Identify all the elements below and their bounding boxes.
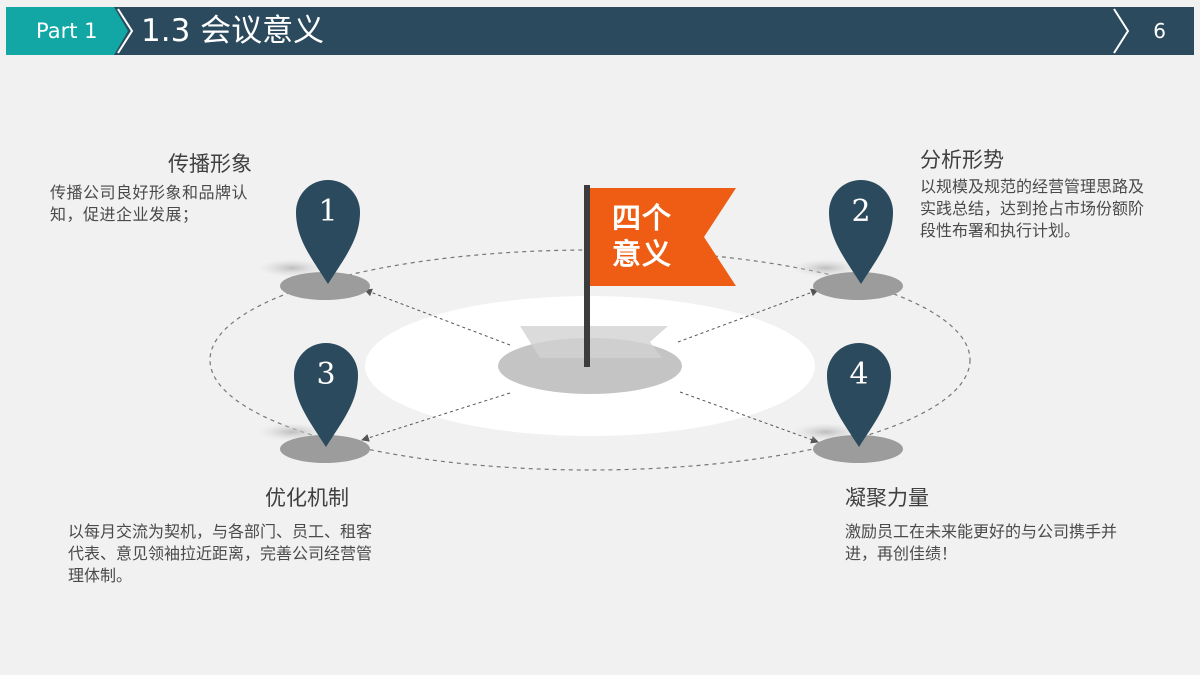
map-pin-icon-1 bbox=[258, 180, 370, 300]
chevron-right-icon bbox=[1113, 8, 1130, 54]
chevron-right-icon bbox=[117, 8, 134, 54]
map-pin-icon-4 bbox=[792, 343, 903, 463]
arrow-to-item-2 bbox=[677, 288, 819, 343]
item-1-heading: 传播形象 bbox=[168, 152, 252, 176]
map-pin-icon-3 bbox=[258, 343, 370, 463]
arrow-to-item-3 bbox=[361, 392, 511, 442]
arrow-to-item-1 bbox=[364, 288, 511, 346]
flag-label-line-2: 意义 bbox=[612, 237, 673, 271]
flag-shadow bbox=[520, 326, 668, 358]
item-4-heading: 凝聚力量 bbox=[845, 486, 929, 510]
pin-number-4: 4 bbox=[849, 357, 869, 392]
pin-number-2: 2 bbox=[851, 194, 871, 229]
flag-pole bbox=[584, 185, 590, 367]
item-3-description: 以每月交流为契机，与各部门、员工、租客代表、意见领袖拉近距离，完善公司经营管理体… bbox=[68, 522, 373, 585]
header-background bbox=[6, 7, 1194, 55]
part-tab-shape bbox=[6, 7, 128, 55]
pin-number-1: 1 bbox=[318, 194, 338, 229]
pin-number-3: 3 bbox=[316, 357, 336, 392]
item-2-description: 以规模及规范的经营管理思路及实践总结，达到抢占市场份额阶段性布署和执行计划。 bbox=[920, 177, 1145, 240]
item-4-description: 激励员工在未来能更好的与公司携手并进，再创佳绩！ bbox=[845, 522, 1118, 563]
flag-label: 四个 意义 bbox=[612, 200, 690, 272]
flag-label-line-1: 四个 bbox=[612, 201, 673, 235]
item-2-heading: 分析形势 bbox=[920, 148, 1004, 172]
page-number: 6 bbox=[1153, 19, 1166, 43]
item-1-description: 传播公司良好形象和品牌认知，促进企业发展； bbox=[50, 183, 249, 224]
item-3-heading: 优化机制 bbox=[265, 486, 349, 510]
map-pin-icon-2 bbox=[792, 180, 903, 300]
flag-icon bbox=[590, 188, 736, 286]
slide-title: 1.3 会议意义 bbox=[141, 13, 325, 49]
part-label: Part 1 bbox=[36, 19, 98, 43]
header-bar: Part 1 1.3 会议意义 6 bbox=[6, 7, 1194, 55]
